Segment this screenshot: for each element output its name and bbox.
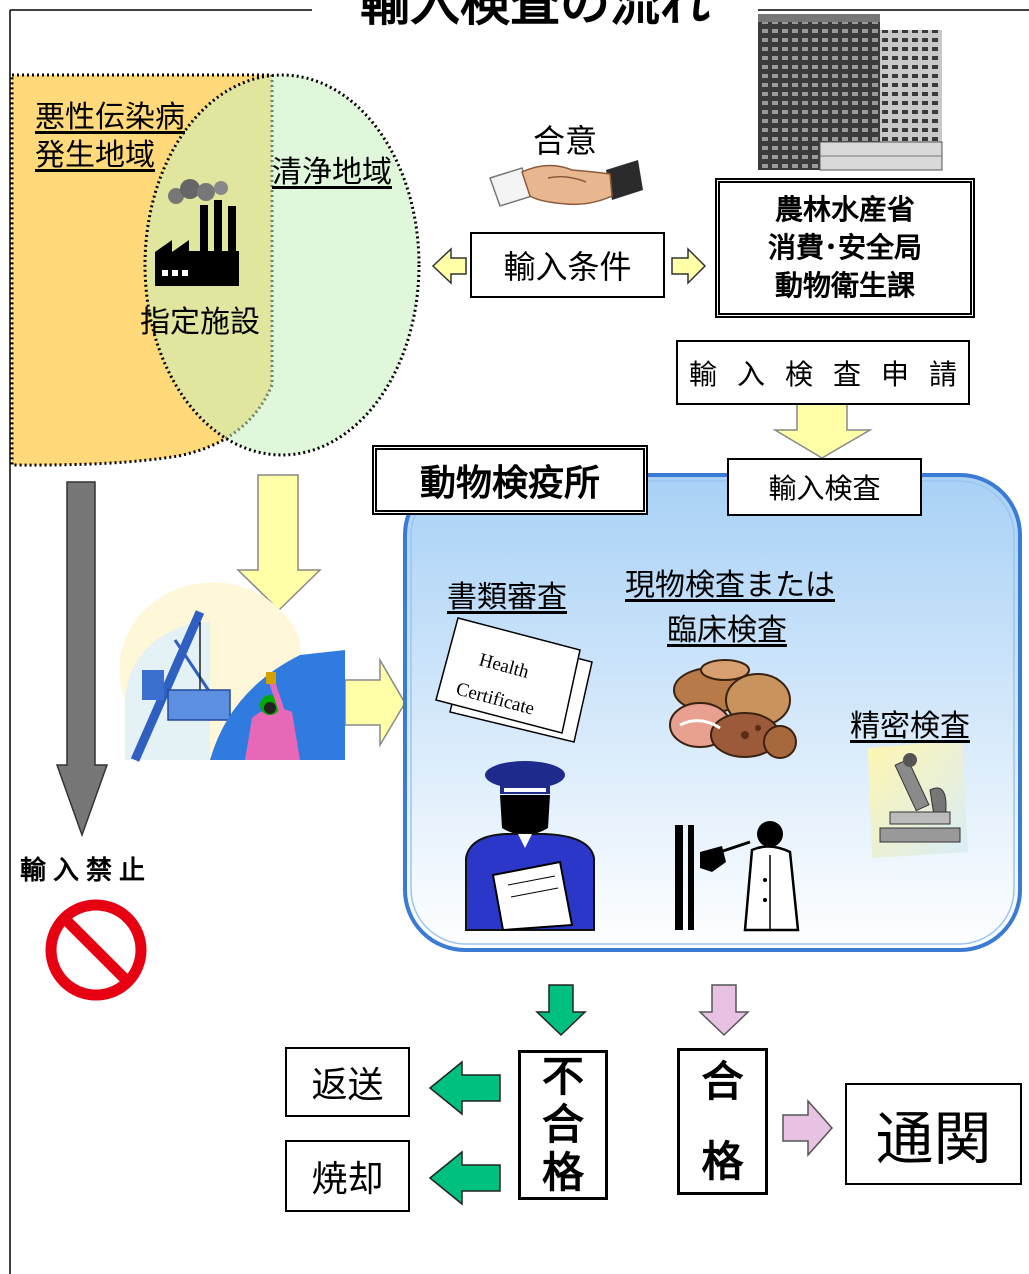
pass-box: 合格 (677, 1048, 768, 1195)
meat-icon (669, 659, 797, 759)
arrow-right-to-panel (344, 657, 406, 748)
import-conditions-box: 輸入条件 (470, 232, 665, 298)
factory-icon (155, 179, 239, 286)
quarantine-station-label: 動物検疫所 (419, 463, 600, 504)
customs-clearance-label: 通関 (875, 1105, 992, 1173)
fail-label: 不合格 (541, 1051, 584, 1198)
inspector-icon (465, 761, 595, 932)
import-conditions-label: 輸入条件 (503, 248, 632, 286)
physical-exam-label-line1: 現物検査または (625, 568, 835, 603)
infected-area-label-line2: 発生地域 (35, 138, 155, 173)
arrow-left-to-clean-area (431, 247, 467, 285)
arrow-right-to-ministry (671, 247, 707, 285)
health-certificate-icon: Health Certificate (435, 617, 593, 743)
clean-area-label: 清浄地域 (272, 155, 392, 190)
inspection-application-label: 輸入検査申請 (689, 357, 978, 391)
ministry-box: 農林水産省 消費･安全局 動物衛生課 (715, 178, 975, 318)
office-building-icon (758, 14, 943, 171)
pass-label: 合格 (701, 1056, 744, 1186)
agreement-label: 合意 (533, 122, 598, 160)
designated-facility-label: 指定施設 (140, 305, 260, 340)
physical-exam-label-line2: 臨床検査 (667, 613, 787, 648)
detailed-exam-label: 精密検査 (850, 709, 970, 744)
prohibition-icon (45, 899, 147, 1001)
arrow-down-to-fail (535, 984, 587, 1037)
handshake-icon (489, 160, 643, 207)
arrow-right-to-customs (782, 1099, 834, 1157)
veterinarian-icon (675, 821, 800, 932)
ministry-line-2: 消費･安全局 (767, 231, 922, 264)
import-inspection-box: 輸入検査 (727, 458, 922, 516)
return-box: 返送 (285, 1047, 410, 1117)
arrow-left-to-incinerate (428, 1150, 501, 1206)
customs-clearance-box: 通関 (845, 1083, 1022, 1185)
arrow-down-to-inspection (772, 401, 873, 459)
title-container: 輸入検査の流れ (310, 0, 760, 33)
quarantine-panel-inner-rim (410, 480, 1015, 945)
import-ban-label: 輸入禁止 (20, 856, 153, 886)
import-inspection-label: 輸入検査 (768, 472, 881, 505)
microscope-icon (868, 740, 968, 858)
clean-area-region (143, 73, 421, 457)
fail-box: 不合格 (518, 1050, 608, 1200)
return-label: 返送 (311, 1065, 384, 1106)
ship-icon (119, 582, 345, 762)
incinerate-label: 焼却 (311, 1159, 384, 1200)
inspection-application-box: 輸入検査申請 (676, 340, 970, 405)
ministry-line-3: 動物衛生課 (774, 269, 915, 302)
arrow-left-to-return (428, 1060, 501, 1116)
document-review-label: 書類審査 (447, 580, 567, 615)
page-title: 輸入検査の流れ (360, 0, 710, 32)
infected-area-label-line1: 悪性伝染病 (35, 100, 185, 135)
quarantine-station-box: 動物検疫所 (372, 445, 648, 515)
arrow-down-to-pass (698, 984, 750, 1037)
arrow-down-to-import-ban (55, 481, 109, 838)
ministry-line-1: 農林水産省 (774, 193, 915, 226)
arrow-down-to-ship (236, 474, 322, 612)
incinerate-box: 焼却 (285, 1140, 410, 1212)
